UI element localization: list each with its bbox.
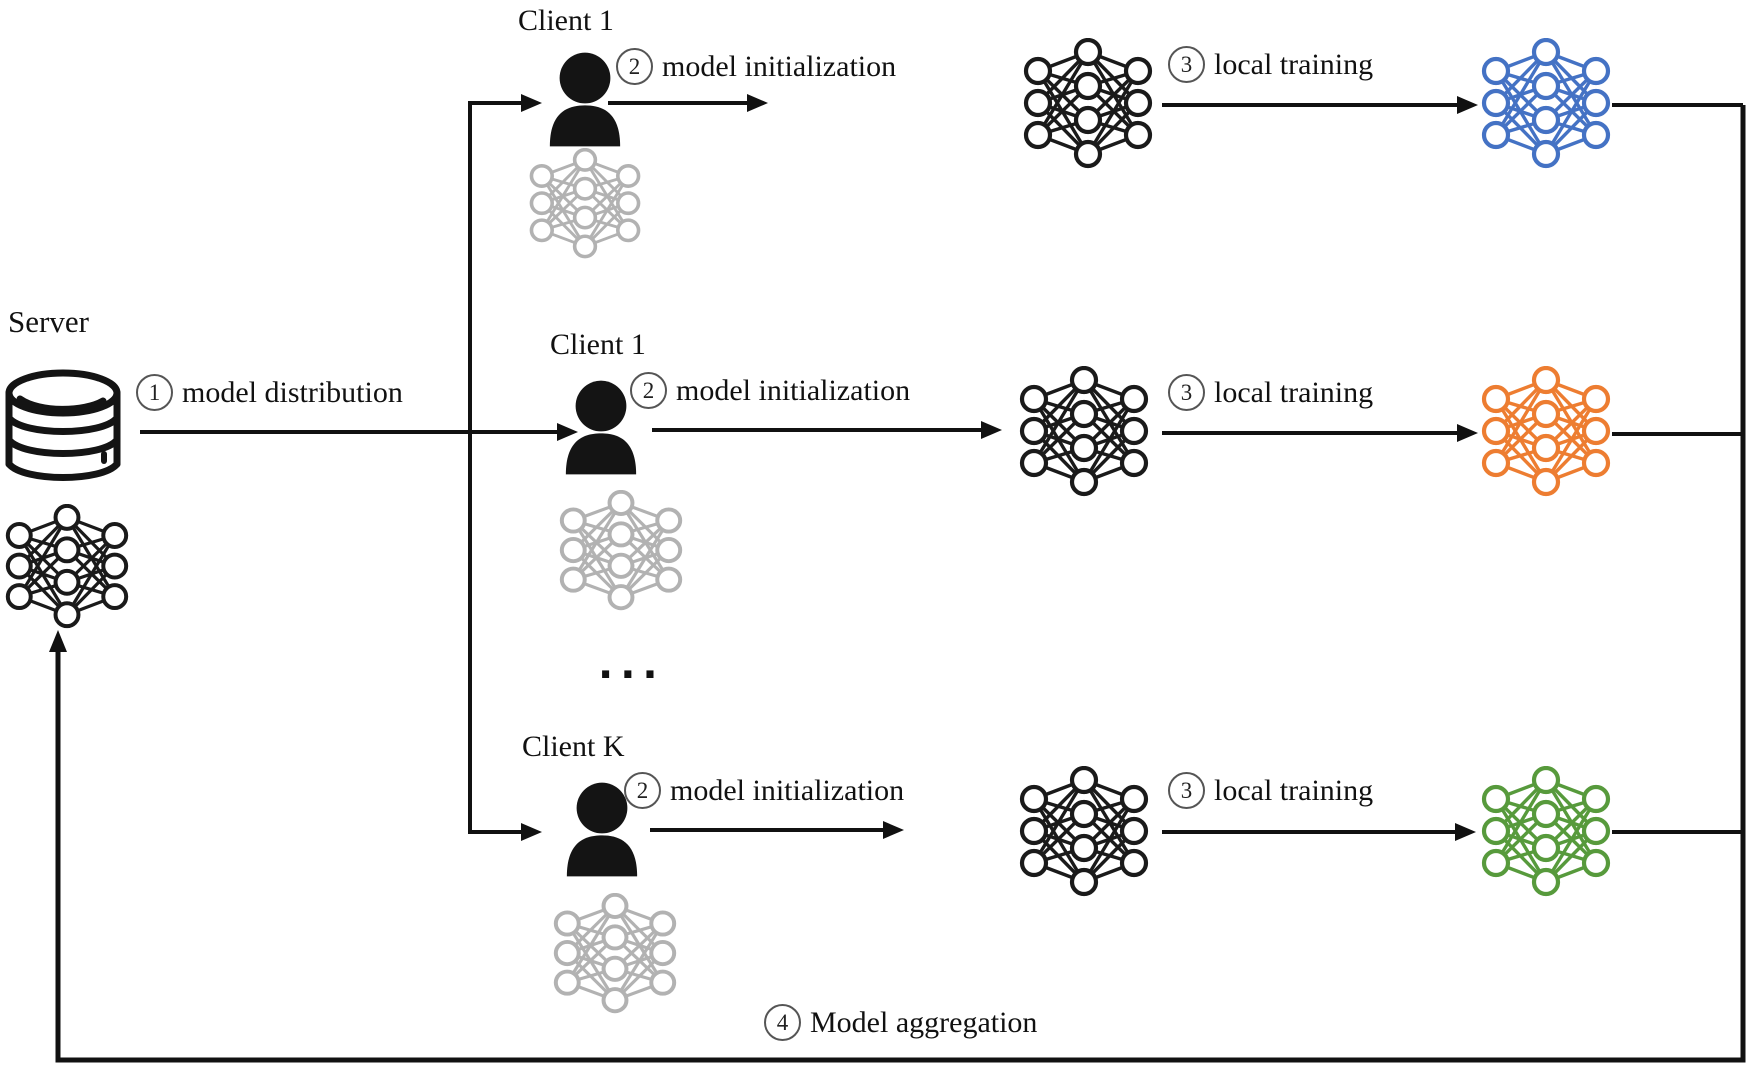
step-initialization-text-row3: model initialization [670, 773, 905, 807]
arrowhead-training-row1 [1457, 96, 1478, 114]
person-icon-client1 [544, 52, 626, 147]
arrowhead-training-row3 [1455, 823, 1476, 841]
step-initialization-number-row3: 2 [624, 772, 661, 809]
trained-model-icon-clientK [1480, 766, 1612, 898]
arrowhead-initialization-row1 [747, 94, 768, 112]
clients-ellipsis: ... [598, 642, 665, 688]
arrowhead-initialization-row3 [883, 821, 904, 839]
server-model-icon [4, 504, 130, 630]
person-icon-clientK [561, 782, 643, 877]
arrowhead-training-row2 [1457, 424, 1478, 442]
step-aggregation-text: Model aggregation [810, 1005, 1038, 1039]
step-initialization-label-row3: 2 model initialization [624, 772, 904, 809]
step-distribution-number: 1 [136, 374, 173, 411]
global-model-icon-row2 [1018, 366, 1150, 498]
local-data-model-icon-client2 [558, 490, 684, 612]
step-training-text-row2: local training [1214, 375, 1374, 409]
step-initialization-text-row1: model initialization [662, 49, 897, 83]
step-training-number-row1: 3 [1168, 46, 1205, 83]
clientK-name: Client K [522, 730, 625, 763]
global-model-icon-row1 [1022, 38, 1154, 170]
feedback-path [55, 105, 1746, 1063]
global-model-icon-row3 [1018, 766, 1150, 898]
trained-model-icon-client2 [1480, 366, 1612, 498]
step-training-label-row2: 3 local training [1168, 374, 1373, 411]
step-initialization-number-row2: 2 [630, 372, 667, 409]
step-training-label-row1: 3 local training [1168, 46, 1373, 83]
step-training-text-row1: local training [1214, 47, 1374, 81]
step-initialization-label-row2: 2 model initialization [630, 372, 910, 409]
person-icon-client2 [560, 380, 642, 475]
database-icon [2, 366, 124, 497]
step-training-label-row3: 3 local training [1168, 772, 1373, 809]
step-distribution-label: 1 model distribution [136, 374, 403, 411]
step-initialization-number-row1: 2 [616, 48, 653, 85]
server-label: Server [8, 304, 89, 339]
arrowhead-initialization-row2 [981, 421, 1002, 439]
step-initialization-label-row1: 2 model initialization [616, 48, 896, 85]
arrowhead-branch-clientK [521, 823, 542, 841]
client2-name: Client 1 [550, 328, 646, 361]
step-aggregation-number: 4 [764, 1004, 801, 1041]
client1-name: Client 1 [518, 4, 614, 37]
step-distribution-text: model distribution [182, 375, 403, 409]
local-data-model-icon-client1 [528, 148, 642, 260]
step-initialization-text-row2: model initialization [676, 373, 911, 407]
step-aggregation-label: 4 Model aggregation [764, 1004, 1037, 1041]
trained-model-icon-client1 [1480, 38, 1612, 170]
arrowhead-aggregation [49, 630, 67, 652]
local-data-model-icon-clientK [552, 893, 678, 1015]
step-training-number-row3: 3 [1168, 772, 1205, 809]
arrowhead-branch-client1 [521, 94, 542, 112]
step-training-number-row2: 3 [1168, 374, 1205, 411]
step-training-text-row3: local training [1214, 773, 1374, 807]
